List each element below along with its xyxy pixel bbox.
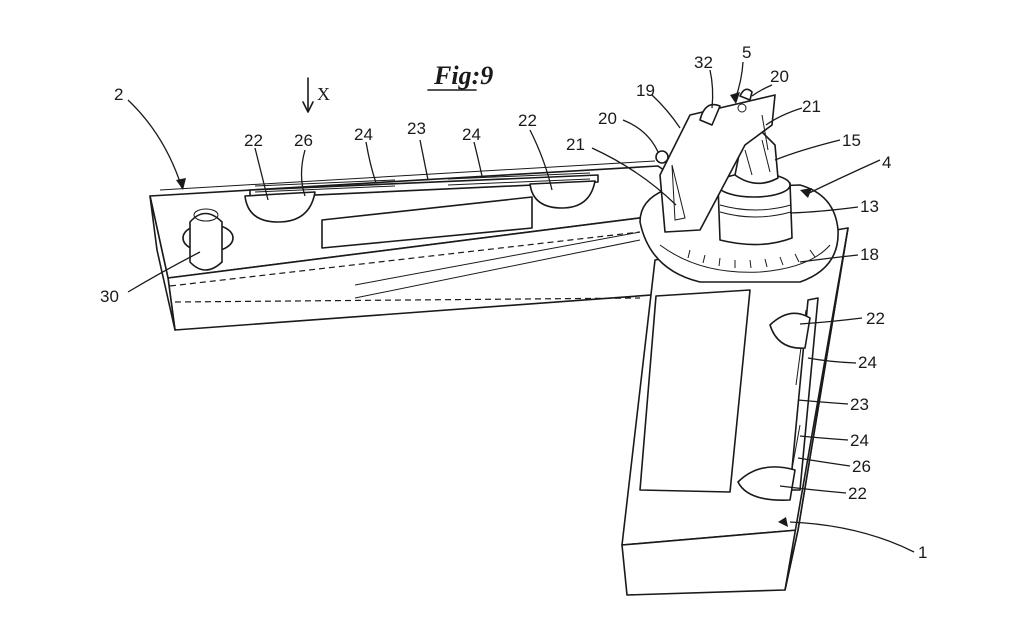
label-19: 19 <box>636 81 655 100</box>
label-23b: 23 <box>850 395 869 414</box>
label-1: 1 <box>918 543 927 562</box>
cylinder-rings <box>719 204 792 218</box>
label-32: 32 <box>694 53 713 72</box>
reference-numerals: 2 22 26 24 23 24 22 30 19 32 5 20 20 21 … <box>100 43 927 562</box>
leader-24b <box>473 141 483 177</box>
leader-22d <box>779 485 847 494</box>
leader-5-arrow <box>730 92 740 104</box>
label-4: 4 <box>882 153 891 172</box>
short-arm-side-face <box>784 227 849 591</box>
leader-4 <box>804 159 881 196</box>
long-arm-part-2 <box>149 160 721 331</box>
leader-2-arrow <box>176 178 186 190</box>
leader-lines <box>127 61 915 553</box>
boss-32 <box>699 103 721 126</box>
label-20a: 20 <box>770 67 789 86</box>
label-15: 15 <box>842 131 861 150</box>
long-arm-hidden-line-2 <box>174 297 641 303</box>
leader-32 <box>709 69 714 109</box>
leader-15 <box>774 139 841 161</box>
label-20b: 20 <box>598 109 617 128</box>
label-21a: 21 <box>566 135 585 154</box>
cylinder-13 <box>717 182 793 246</box>
leader-19 <box>651 94 681 129</box>
spring-21-left <box>671 164 686 221</box>
leader-2 <box>127 99 183 189</box>
leader-20a <box>751 84 773 97</box>
leader-13 <box>789 206 859 214</box>
leader-23a <box>419 139 429 181</box>
label-18: 18 <box>860 245 879 264</box>
label-26a: 26 <box>294 131 313 150</box>
leader-4-arrow <box>800 188 812 198</box>
pocket-22-right <box>529 180 596 209</box>
pocket-22-upper <box>769 312 811 349</box>
leader-23b <box>797 399 849 405</box>
label-22d: 22 <box>848 484 867 503</box>
label-24a: 24 <box>354 125 373 144</box>
long-arm-diagonal-edges <box>354 231 641 299</box>
label-30: 30 <box>100 287 119 306</box>
groove-24-top <box>254 172 591 187</box>
leader-18 <box>799 254 859 263</box>
leader-20b <box>622 119 659 153</box>
keyhole-bore <box>189 212 223 271</box>
keyhole-slot-30 <box>182 208 234 271</box>
leader-26a <box>300 149 306 197</box>
plate-hole <box>737 103 747 113</box>
short-arm-part-1 <box>621 227 849 596</box>
label-21b: 21 <box>802 97 821 116</box>
leader-21b <box>765 107 803 126</box>
label-5: 5 <box>742 43 751 62</box>
figure-title: Fig:9 <box>427 61 493 91</box>
scale-arc-18 <box>659 244 831 273</box>
figure-title-text: Fig:9 <box>433 61 493 90</box>
pocket-22-left <box>244 191 316 223</box>
label-13: 13 <box>860 197 879 216</box>
leader-24c <box>807 357 857 364</box>
leader-22a <box>254 147 269 201</box>
long-arm-end-face <box>149 195 176 331</box>
label-2: 2 <box>114 85 123 104</box>
leader-30 <box>127 251 201 293</box>
pin-20-right <box>739 88 753 101</box>
label-24c: 24 <box>858 353 877 372</box>
short-arm-grip-pocket <box>639 289 751 493</box>
label-24d: 24 <box>850 431 869 450</box>
spring-21-right <box>761 114 769 151</box>
leader-22b <box>529 129 553 191</box>
leader-24a <box>365 141 377 184</box>
section-marker: X <box>302 77 330 113</box>
label-23a: 23 <box>407 119 426 138</box>
label-26b: 26 <box>852 457 871 476</box>
leader-21a <box>591 147 677 206</box>
leader-22c <box>799 317 863 325</box>
scale-ticks <box>687 249 816 269</box>
leader-1-arrow <box>778 517 788 527</box>
section-marker-text: X <box>317 84 330 104</box>
knob-facets <box>744 139 771 176</box>
long-arm-top-inner-edge <box>159 160 656 191</box>
label-22b: 22 <box>518 111 537 130</box>
groove-24-bottom <box>254 178 591 193</box>
label-22c: 22 <box>866 309 885 328</box>
section-arrow-head <box>302 101 314 113</box>
pin-20-left <box>655 150 669 164</box>
grip-pocket <box>321 196 533 249</box>
leader-26b <box>797 457 851 467</box>
label-24b: 24 <box>462 125 481 144</box>
long-arm-hidden-line <box>169 231 641 287</box>
leader-1 <box>789 521 915 553</box>
keyhole-top <box>193 208 219 222</box>
leader-24d <box>799 435 849 441</box>
label-22a: 22 <box>244 131 263 150</box>
hinge-housing-part-4 <box>639 88 839 283</box>
pocket-22-lower <box>737 466 796 501</box>
